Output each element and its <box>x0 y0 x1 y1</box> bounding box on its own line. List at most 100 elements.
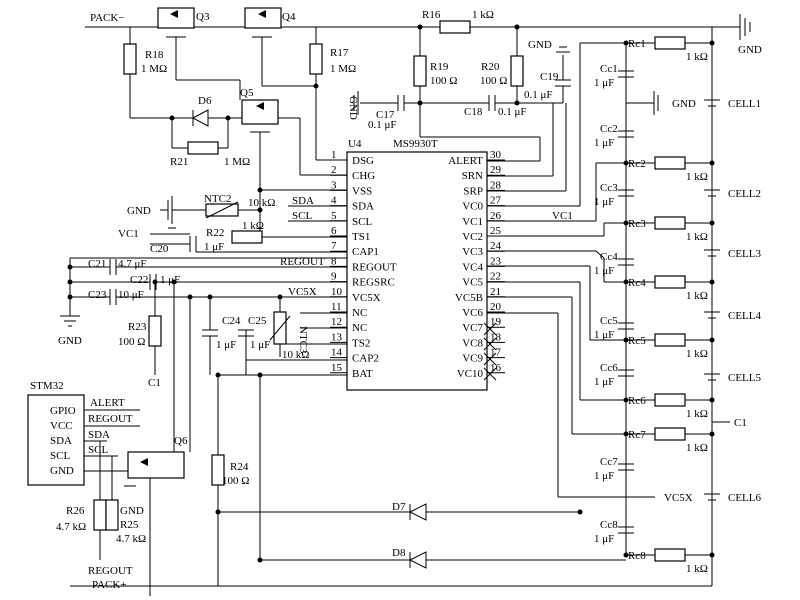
balance-resistor-ref: Rc7 <box>628 429 646 441</box>
u4-ref: U4 <box>348 138 362 150</box>
balance-cap-ref: Cc4 <box>600 251 618 263</box>
c25-value: 1 μF <box>250 339 270 351</box>
r22-value: 1 kΩ <box>242 220 264 232</box>
junction-dot <box>709 160 715 166</box>
vc5x-net-label-right: VC5X <box>664 492 693 504</box>
d7-diode <box>408 503 427 521</box>
balance-resistor-ref: Rc8 <box>628 550 646 562</box>
ntc3-ref: NTC3 <box>297 326 309 354</box>
r16-value: 1 kΩ <box>472 9 494 21</box>
r17-resistor <box>309 43 323 75</box>
r19-value: 100 Ω <box>430 75 457 87</box>
r20-resistor <box>510 55 524 87</box>
chip-pin-name: BAT <box>352 368 373 380</box>
junction-dot <box>709 552 715 558</box>
balance-resistor <box>654 36 686 50</box>
balance-cap-ref: Cc1 <box>600 63 618 75</box>
chip-pin-number: 18 <box>490 331 502 343</box>
cell-label: CELL4 <box>728 310 761 322</box>
c21-ref: C21 <box>88 258 106 270</box>
balance-cap-ref: Cc6 <box>600 362 618 374</box>
q4-ref: Q4 <box>282 11 296 23</box>
balance-resistor-ref: Rc3 <box>628 218 646 230</box>
stm32-title: STM32 <box>30 380 64 392</box>
d7-ref: D7 <box>392 501 406 513</box>
q5-mosfet <box>241 99 279 133</box>
chip-pin-number: 20 <box>490 301 502 313</box>
balance-resistor-value: 1 kΩ <box>686 348 708 360</box>
c17-value: 0.1 μF <box>368 119 397 131</box>
r21-value: 1 MΩ <box>224 156 250 168</box>
d8-diode <box>408 551 427 569</box>
junction-dot <box>709 397 715 403</box>
chip-pin-name: CAP2 <box>352 353 379 365</box>
r20-ref: R20 <box>481 61 500 73</box>
chip-pin-number: 4 <box>331 195 337 207</box>
chip-pin-name: NC <box>352 307 367 319</box>
chip-pin-number: 10 <box>331 286 343 298</box>
c23-value: 10 μF <box>118 289 144 301</box>
q6-mosfet <box>127 451 185 479</box>
chip-pin-name: VC3 <box>462 246 483 258</box>
cell-label: CELL1 <box>728 98 761 110</box>
mcu-net-alert: ALERT <box>90 397 125 409</box>
gnd-label-ntc2: GND <box>127 205 151 217</box>
cell-label: CELL5 <box>728 372 761 384</box>
c18-value: 0.1 μF <box>498 106 527 118</box>
r22-resistor <box>231 230 263 244</box>
chip-pin-name: CAP1 <box>352 246 379 258</box>
balance-cap-ref: Cc8 <box>600 519 618 531</box>
r18-value: 1 MΩ <box>141 63 167 75</box>
balance-cap-value: 1 μF <box>594 137 614 149</box>
pack-plus-label: PACK+ <box>92 579 127 591</box>
stm32-pin-label: SDA <box>50 435 72 447</box>
balance-cap-ref: Cc2 <box>600 123 618 135</box>
chip-pin-name: VC7 <box>462 322 483 334</box>
chip-pin-number: 19 <box>490 316 502 328</box>
cell-label: CELL6 <box>728 492 761 504</box>
mcu-net-scl: SCL <box>88 444 108 456</box>
r18-resistor <box>123 43 137 75</box>
r23-value: 100 Ω <box>118 336 145 348</box>
q6-ref: Q6 <box>174 435 188 447</box>
chip-pin-number: 27 <box>490 195 502 207</box>
balance-resistor-value: 1 kΩ <box>686 231 708 243</box>
chip-pin-name: VC2 <box>462 231 483 243</box>
gnd-label-balance: GND <box>672 98 696 110</box>
r23-ref: R23 <box>128 321 147 333</box>
balance-resistor-value: 1 kΩ <box>686 442 708 454</box>
chip-pin-number: 17 <box>490 347 502 359</box>
balance-cap-value: 1 μF <box>594 77 614 89</box>
chip-pin-name: ALERT <box>448 155 483 167</box>
mcu-net-regout: REGOUT <box>88 413 133 425</box>
r21-ref: R21 <box>170 156 188 168</box>
r26-resistor <box>93 499 107 531</box>
balance-cap-value: 1 μF <box>594 196 614 208</box>
chip-pin-number: 29 <box>490 164 502 176</box>
stm32-box <box>27 394 85 486</box>
chip-pin-number: 15 <box>331 362 343 374</box>
c24-ref: C24 <box>222 315 241 327</box>
c22-ref: C22 <box>130 274 148 286</box>
r20-value: 100 Ω <box>480 75 507 87</box>
pack-minus-label: PACK− <box>90 12 125 24</box>
u4-chip-body <box>346 151 488 391</box>
vc1-label-left: VC1 <box>118 228 139 240</box>
balance-resistor-ref: Rc5 <box>628 335 646 347</box>
cell-label: CELL3 <box>728 248 761 260</box>
scl-net-label: SCL <box>292 210 312 222</box>
r22-ref: R22 <box>206 227 224 239</box>
balance-resistor-value: 1 kΩ <box>686 171 708 183</box>
balance-cap-value: 1 μF <box>594 376 614 388</box>
q3-mosfet <box>157 7 195 44</box>
chip-pin-number: 23 <box>490 255 502 267</box>
gnd-vertical-label: GND <box>347 96 359 120</box>
ntc2-ref: NTC2 <box>204 193 232 205</box>
d6-diode <box>191 109 209 127</box>
c22-value: 1 μF <box>160 274 180 286</box>
ntc2-value: 10 kΩ <box>248 197 275 209</box>
r19-ref: R19 <box>430 61 449 73</box>
